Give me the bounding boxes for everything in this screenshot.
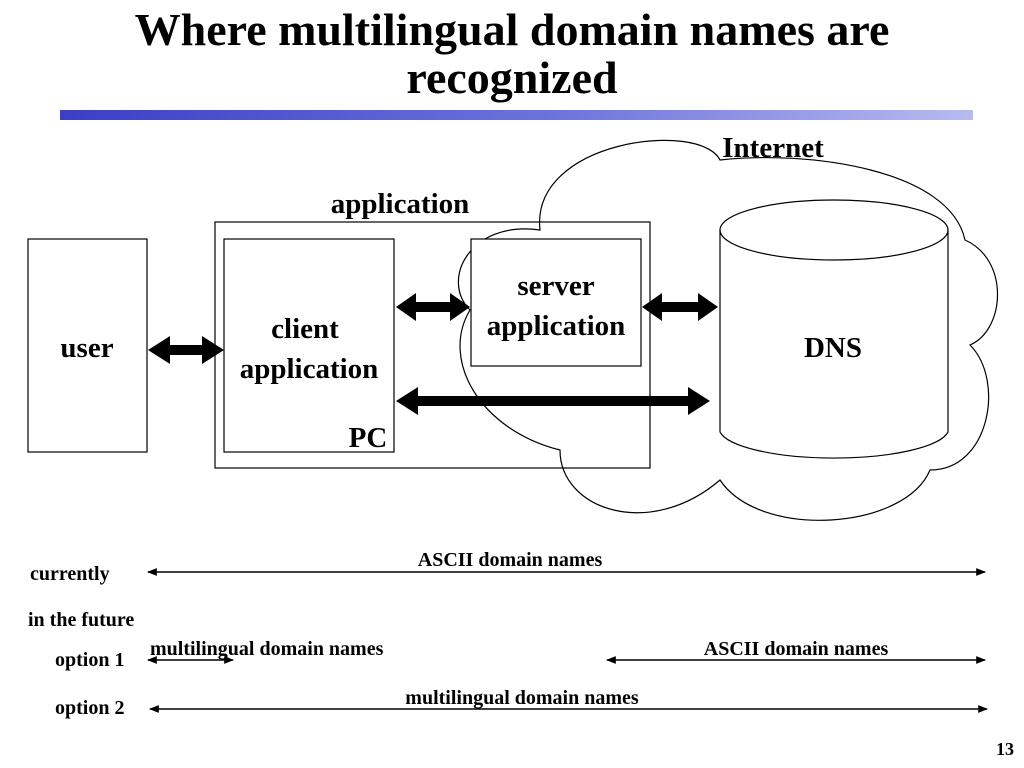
slide-title: Where multilingual domain names are reco… [0, 6, 1024, 102]
user-client-arrow [148, 336, 224, 364]
page-number: 13 [996, 739, 1014, 759]
server-label-line2: application [487, 310, 626, 342]
client-dns-arrow [396, 387, 710, 415]
internet-label: Internet [722, 132, 824, 164]
server-application-box [470, 238, 642, 367]
option1-left-text: multilingual domain names [150, 638, 384, 660]
option1-label: option 1 [55, 649, 124, 671]
option2-span-text: multilingual domain names [405, 687, 639, 709]
title-line-1: Where multilingual domain names are [134, 4, 890, 55]
user-box [27, 238, 148, 453]
pc-label: PC [349, 422, 388, 454]
title-line-2: recognized [406, 52, 618, 103]
client-server-arrow [396, 293, 470, 321]
user-label: user [60, 332, 113, 364]
dns-label: DNS [804, 332, 862, 364]
server-label-line1: server [517, 270, 594, 302]
option1-right-text: ASCII domain names [704, 638, 889, 660]
future-heading: in the future [28, 609, 134, 631]
dns-cylinder [719, 199, 949, 459]
client-label-line2: application [240, 353, 379, 385]
option2-label: option 2 [55, 697, 124, 719]
currently-label: currently [30, 563, 110, 585]
client-label-line1: client [271, 313, 339, 345]
currently-span-text: ASCII domain names [418, 549, 603, 571]
application-label: application [331, 188, 470, 220]
client-application-box [223, 238, 395, 453]
title-underline-bar [60, 110, 973, 120]
server-dns-arrow [642, 293, 718, 321]
